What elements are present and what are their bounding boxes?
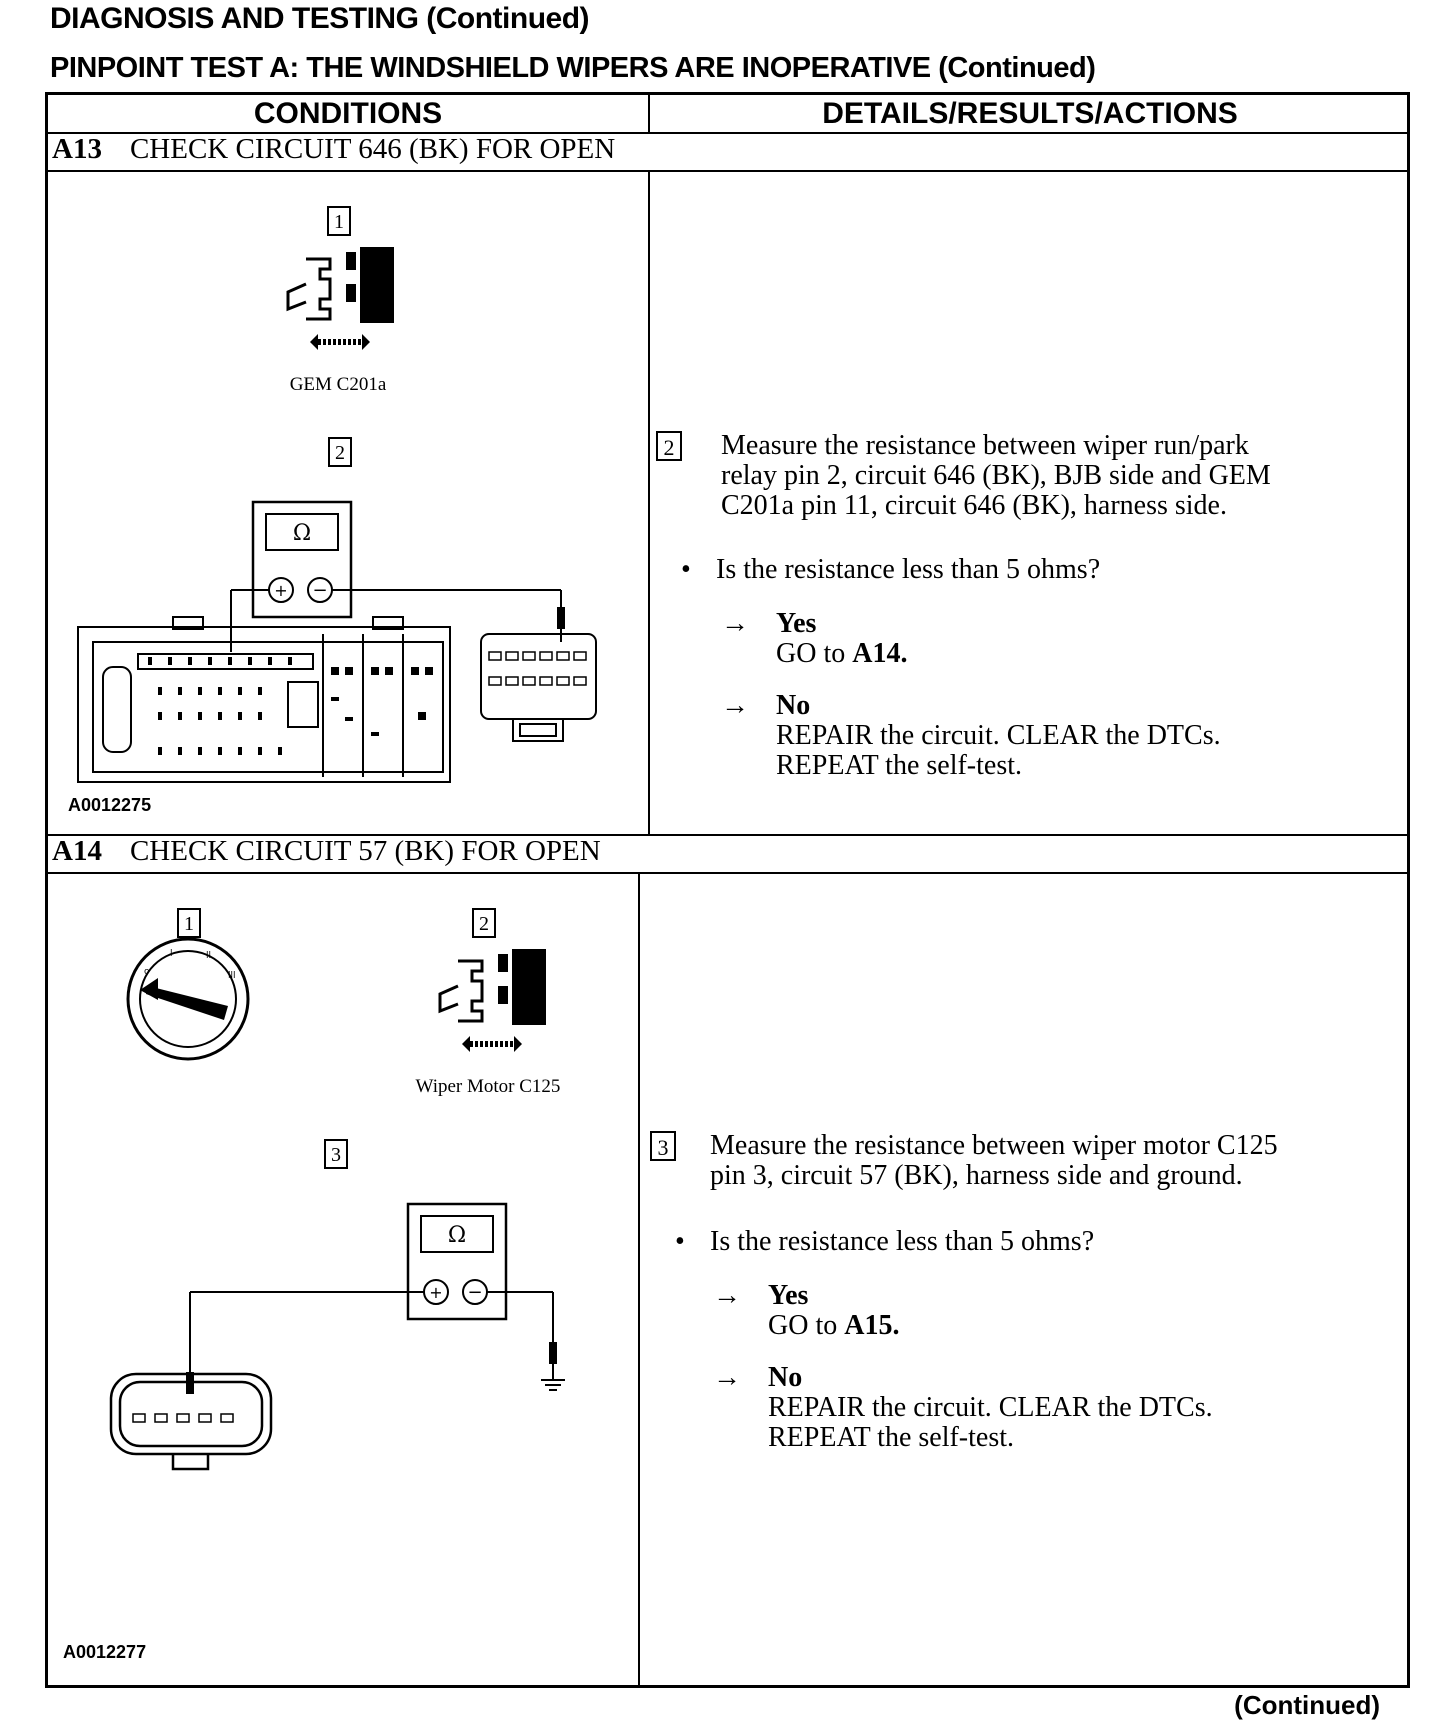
- a14-connector-label: Wiper Motor C125: [416, 1076, 561, 1097]
- step-a14-diagram: 1 o l ll lll 2 Wip: [48, 874, 636, 1684]
- bullet-icon: •: [681, 554, 691, 585]
- a14-figure-id: A0012277: [63, 1642, 147, 1662]
- junction-box-terminals: [148, 657, 433, 755]
- step-a13-details: 2 Measure the resistance between wiper r…: [656, 431, 1401, 831]
- svg-text:ll: ll: [206, 951, 211, 961]
- svg-text:o: o: [144, 967, 150, 977]
- a13-instruction: Measure the resistance between wiper run…: [721, 430, 1271, 521]
- step-a14-title-text: CHECK CIRCUIT 57 (BK) FOR OPEN: [129, 835, 601, 867]
- a13-yes-result: → Yes GO to A14.: [721, 608, 1316, 669]
- bullet-icon: •: [675, 1226, 685, 1257]
- ground-symbol-icon: [541, 1379, 565, 1391]
- a14-no-label: No: [768, 1362, 803, 1393]
- a13-no-action-1: REPAIR the circuit. CLEAR the DTCs.: [776, 720, 1221, 751]
- ignition-switch-icon: o l ll lll: [126, 937, 250, 1061]
- a14-yes-label: Yes: [768, 1280, 809, 1311]
- svg-text:Ω: Ω: [293, 521, 311, 546]
- svg-text:−: −: [312, 580, 327, 601]
- ohmmeter-icon: Ω + −: [251, 500, 353, 619]
- a13-callout-2: 2: [335, 442, 345, 464]
- a13-figure-id: A0012275: [68, 795, 152, 815]
- a13-detail-number: 2: [656, 431, 682, 461]
- step-a14-illustration: 1 o l ll lll 2 Wip: [109, 908, 565, 1471]
- a14-question: • Is the resistance less than 5 ohms?: [675, 1226, 1095, 1257]
- unplug-connector-icon: [286, 257, 332, 321]
- a14-instruction: Measure the resistance between wiper mot…: [710, 1130, 1278, 1191]
- ohmmeter-icon: Ω + −: [406, 1202, 508, 1321]
- a13-connector-label: GEM C201a: [290, 374, 387, 395]
- conditions-column-header: CONDITIONS: [253, 97, 443, 130]
- a14-no-action-1: REPAIR the circuit. CLEAR the DTCs.: [768, 1392, 1213, 1423]
- a14-callout-3: 3: [331, 1144, 341, 1166]
- step-a13-title-text: CHECK CIRCUIT 646 (BK) FOR OPEN: [129, 133, 616, 165]
- arrow-right-icon: →: [713, 1280, 741, 1311]
- step-a14-details: 3 Measure the resistance between wiper m…: [650, 1131, 1400, 1531]
- step-a14-id: A14: [52, 835, 102, 867]
- wiper-motor-connector-illustration: [109, 1372, 273, 1471]
- a14-callout-1: 1: [184, 913, 194, 935]
- a13-no-label: No: [776, 690, 811, 721]
- a14-no-result: → No REPAIR the circuit. CLEAR the DTCs.…: [713, 1362, 1308, 1453]
- svg-text:+: +: [429, 1283, 442, 1302]
- svg-text:−: −: [467, 1282, 482, 1303]
- page-heading: DIAGNOSIS AND TESTING (Continued): [50, 2, 590, 35]
- a14-detail-number: 3: [650, 1131, 676, 1161]
- relay-connector-illustration: [480, 633, 597, 742]
- step-a13-diagram: 1 GEM C201a 2 Ω + −: [48, 172, 646, 832]
- svg-text:l: l: [170, 949, 173, 959]
- details-column-header: DETAILS/RESULTS/ACTIONS: [822, 97, 1238, 130]
- svg-text:Ω: Ω: [448, 1223, 466, 1248]
- step-a13-id: A13: [52, 133, 102, 165]
- a13-yes-label: Yes: [776, 608, 817, 639]
- step-a13-title: A13 CHECK CIRCUIT 646 (BK) FOR OPEN: [52, 133, 615, 166]
- continued-footer: (Continued): [1234, 1690, 1380, 1720]
- a13-no-result: → No REPAIR the circuit. CLEAR the DTCs.…: [721, 690, 1316, 781]
- arrow-right-icon: →: [713, 1362, 741, 1393]
- a13-callout-1: 1: [334, 211, 344, 233]
- arrow-right-icon: →: [721, 608, 749, 639]
- arrow-right-icon: →: [721, 690, 749, 721]
- a14-callout-2: 2: [479, 913, 489, 935]
- a14-no-action-2: REPEAT the self-test.: [768, 1422, 1015, 1453]
- a13-no-action-2: REPEAT the self-test.: [776, 750, 1023, 781]
- svg-text:lll: lll: [228, 971, 236, 981]
- pinpoint-test-title: PINPOINT TEST A: THE WINDSHIELD WIPERS A…: [50, 52, 1096, 84]
- step-a14-title: A14 CHECK CIRCUIT 57 (BK) FOR OPEN: [52, 835, 601, 868]
- unplug-connector-icon: [438, 959, 484, 1023]
- a13-question: • Is the resistance less than 5 ohms?: [681, 554, 1101, 585]
- svg-text:+: +: [274, 581, 287, 600]
- step-a13-illustration: 1 GEM C201a 2 Ω + −: [77, 206, 597, 783]
- a14-yes-action: GO to A15.: [768, 1310, 900, 1341]
- a13-yes-action: GO to A14.: [776, 638, 908, 669]
- a14-yes-result: → Yes GO to A15.: [713, 1280, 1308, 1341]
- junction-box-illustration: [77, 616, 451, 783]
